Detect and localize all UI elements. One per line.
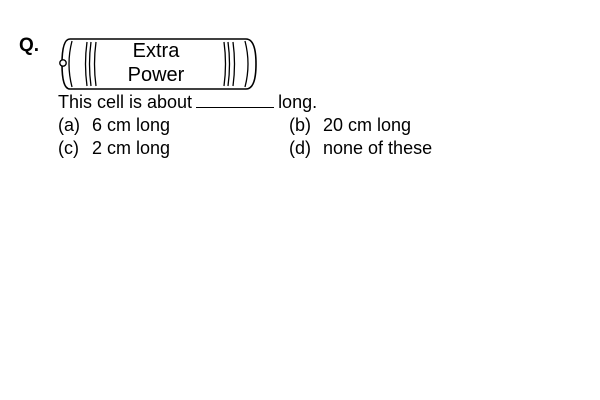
stem-text-before: This cell is about bbox=[58, 92, 193, 112]
option-text: 6 cm long bbox=[92, 115, 171, 135]
battery-icon bbox=[59, 38, 257, 90]
option-key: (a) bbox=[58, 115, 80, 135]
option-text: none of these bbox=[323, 138, 433, 158]
question-label: Q. bbox=[19, 35, 40, 56]
battery-illustration: Extra Power bbox=[58, 36, 258, 92]
option-b[interactable]: (b) 20 cm long bbox=[289, 114, 411, 136]
battery-text-line-1: Extra bbox=[132, 40, 180, 62]
option-key: (b) bbox=[289, 115, 311, 135]
option-a[interactable]: (a) 6 cm long bbox=[58, 114, 170, 136]
option-text: 20 cm long bbox=[323, 115, 412, 135]
option-key: (d) bbox=[289, 138, 311, 158]
option-text: 2 cm long bbox=[92, 138, 171, 158]
battery-text-line-2: Power bbox=[127, 64, 185, 86]
question-stem: This cell is about long. bbox=[58, 91, 317, 113]
option-c[interactable]: (c) 2 cm long bbox=[58, 137, 170, 159]
answer-blank bbox=[196, 91, 275, 108]
option-key: (c) bbox=[58, 138, 79, 158]
stem-text-after: long. bbox=[278, 92, 318, 112]
option-d[interactable]: (d) none of these bbox=[289, 137, 432, 159]
